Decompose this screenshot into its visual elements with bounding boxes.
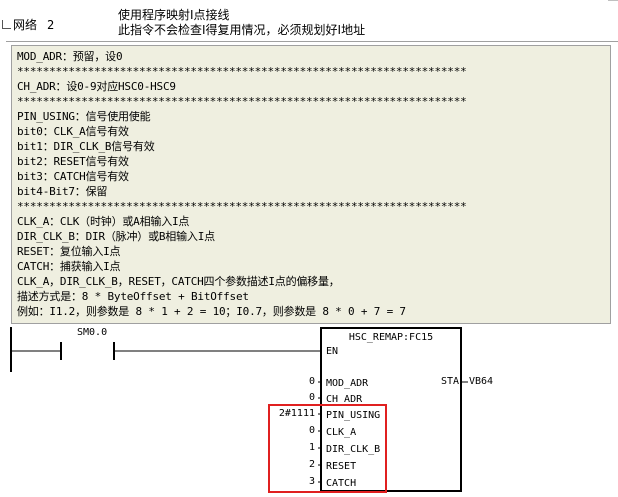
network-comment[interactable]: MOD_ADR：预留，设0 **************************… xyxy=(11,45,611,324)
pin-clk-a: CLK_A xyxy=(326,427,357,438)
block-title: HSC_REMAP:FC15 xyxy=(348,332,434,343)
comment-line: ****************************************… xyxy=(17,200,467,213)
network-header[interactable]: 网络 2 xyxy=(2,16,54,33)
param-clk-a[interactable]: 0 xyxy=(308,425,315,436)
network-title-line: 使用程序映射I点接线 xyxy=(118,8,230,22)
param-pin-using[interactable]: 2#1111 xyxy=(278,408,315,419)
pin-reset: RESET xyxy=(326,461,357,472)
pin-pin-using: PIN_USING xyxy=(326,410,381,421)
comment-line: CATCH：捕获输入I点 xyxy=(17,260,121,273)
comment-line: DIR_CLK_B：DIR（脉冲）或B相输入I点 xyxy=(17,230,215,243)
param-mod-adr[interactable]: 0 xyxy=(308,376,315,387)
pin-ch-adr: CH_ADR xyxy=(326,394,363,405)
hsc-remap-block[interactable]: HSC_REMAP:FC15 EN MOD_ADR CH_ADR PIN_USI… xyxy=(320,327,462,492)
network-title[interactable]: 使用程序映射I点接线 此指令不会检查I得复用情况，必须规划好I地址 xyxy=(118,8,365,38)
param-reset[interactable]: 2 xyxy=(308,459,315,470)
collapse-icon[interactable] xyxy=(2,20,11,29)
network-title-line: 此指令不会检查I得复用情况，必须规划好I地址 xyxy=(118,23,366,37)
comment-line: PIN_USING：信号使用使能 xyxy=(17,110,151,123)
comment-line: bit4-Bit7：保留 xyxy=(17,185,108,198)
network-number: 2 xyxy=(47,17,55,32)
comment-line: RESET：复位输入I点 xyxy=(17,245,121,258)
comment-line: bit3：CATCH信号有效 xyxy=(17,170,129,183)
network-divider xyxy=(6,41,618,42)
param-dir-clk-b[interactable]: 1 xyxy=(308,442,315,453)
comment-line: bit1：DIR_CLK_B信号有效 xyxy=(17,140,155,153)
output-value-sta[interactable]: VB64 xyxy=(469,376,494,387)
network-label: 网络 xyxy=(13,18,38,32)
pin-dir-clk-b: DIR_CLK_B xyxy=(326,444,381,455)
comment-line: bit2：RESET信号有效 xyxy=(17,155,129,168)
output-pin-sta: STA xyxy=(441,376,460,387)
comment-line: 例如：I1.2，则参数是 8 * 1 + 2 = 10；I0.7，则参数是 8 … xyxy=(17,305,406,318)
comment-line: CH_ADR：设0-9对应HSC0-HSC9 xyxy=(17,80,176,93)
param-ch-adr[interactable]: 0 xyxy=(308,392,315,403)
comment-line: ****************************************… xyxy=(17,95,467,108)
comment-line: MOD_ADR：预留，设0 xyxy=(17,50,123,63)
corner-mark xyxy=(608,0,618,1)
pin-mod-adr: MOD_ADR xyxy=(326,378,369,389)
comment-line: 描述方式是：8 * ByteOffset + BitOffset xyxy=(17,290,249,303)
pin-catch: CATCH xyxy=(326,478,357,489)
param-catch[interactable]: 3 xyxy=(308,476,315,487)
contact-address[interactable]: SM0.0 xyxy=(77,327,108,338)
highlight-box xyxy=(268,404,387,493)
comment-line: CLK_A，DIR_CLK_B，RESET，CATCH四个参数描述I点的偏移量， xyxy=(17,275,340,288)
comment-line: bit0：CLK_A信号有效 xyxy=(17,125,129,138)
comment-line: ****************************************… xyxy=(17,65,467,78)
pin-en: EN xyxy=(326,346,339,357)
comment-line: CLK_A：CLK（时钟）或A相输入I点 xyxy=(17,215,190,228)
